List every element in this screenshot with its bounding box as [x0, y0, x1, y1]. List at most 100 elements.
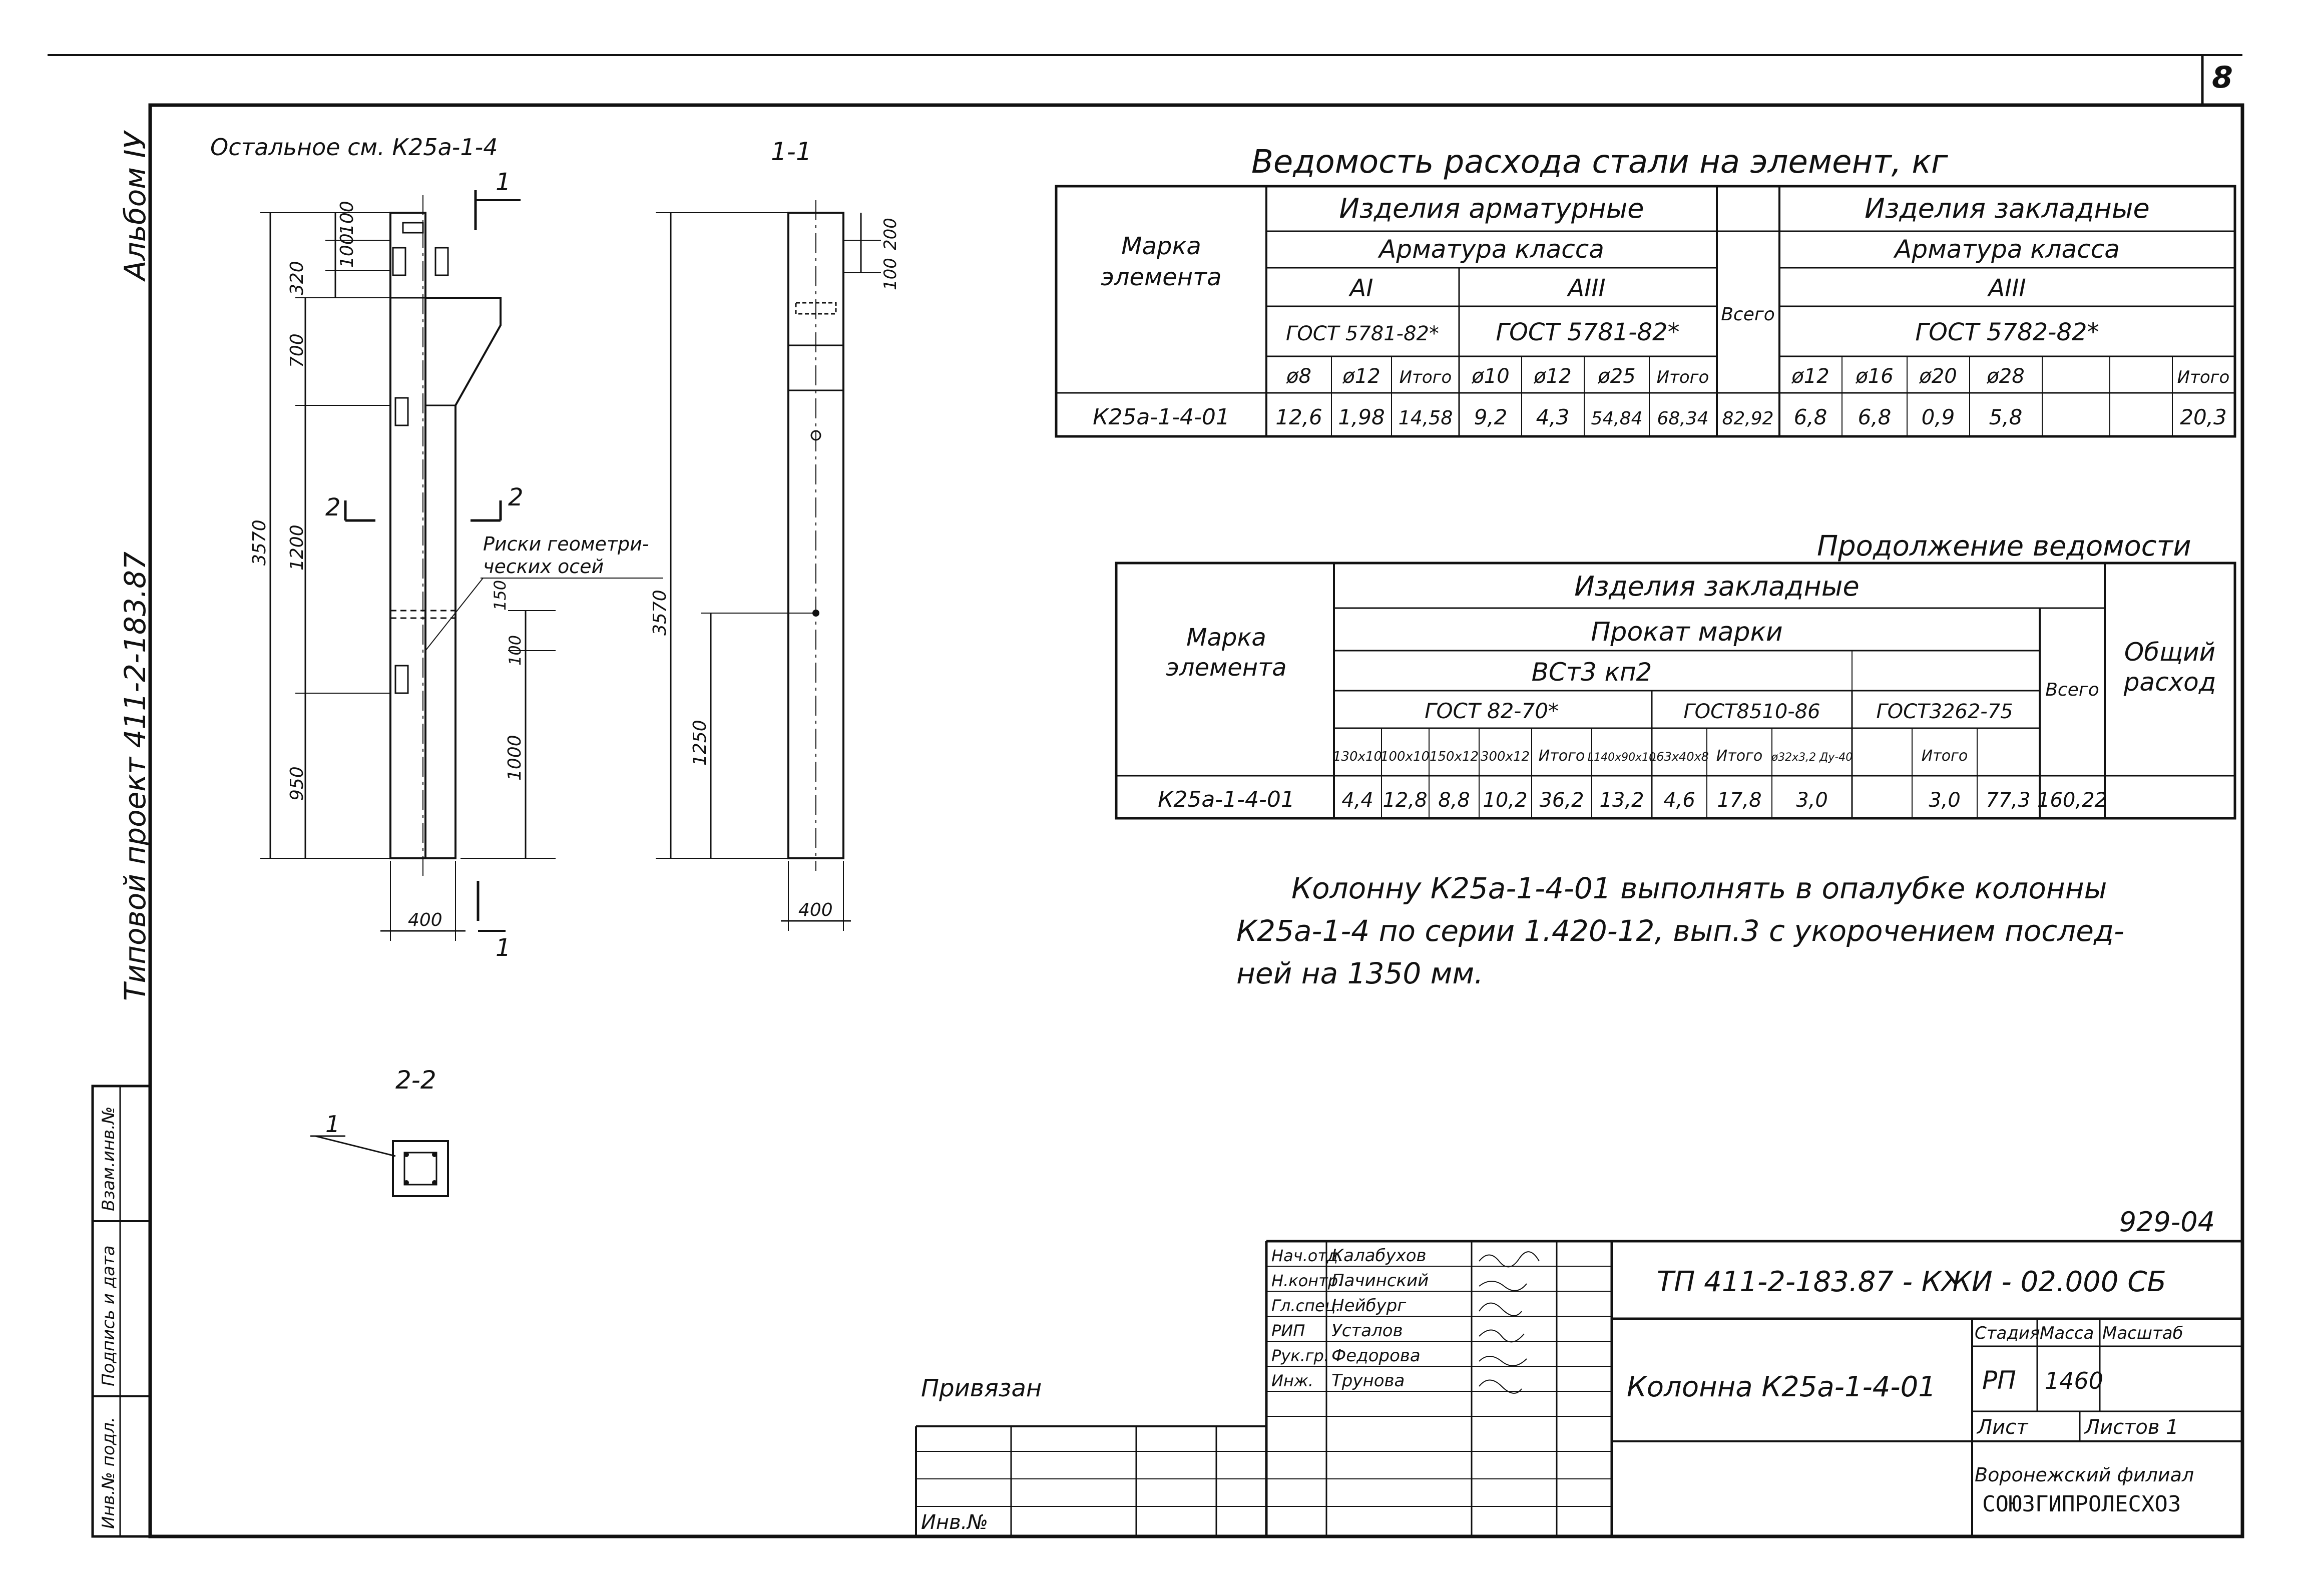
dim-1000: 1000	[505, 735, 525, 781]
scale-header: Масштаб	[2102, 1323, 2183, 1343]
t1-col: ø12	[1342, 365, 1380, 388]
tb-role: Инж.	[1271, 1371, 1313, 1390]
bound-label: Привязан	[921, 1374, 1042, 1402]
t1-cell: 20,3	[2180, 405, 2227, 429]
sec2-right-label: 2	[508, 483, 524, 511]
stage-header: Стадия	[1975, 1323, 2040, 1343]
dim-950: 950	[287, 766, 307, 801]
side-dimensions: 200 100 3570 1250 400	[650, 212, 900, 931]
t2-col: L140x90x10	[1588, 751, 1656, 764]
t2-cell: 3,0	[1796, 789, 1828, 812]
t1-cell-mark: К25а-1-4-01	[1093, 404, 1230, 430]
project-label: Типовой проект 411-2-183.87	[118, 552, 152, 1001]
title-block	[915, 1240, 2242, 1536]
t1-arm: Изделия арматурные	[1339, 193, 1644, 224]
t2-col: L63x40x8	[1650, 750, 1709, 764]
t2-cell: 8,8	[1438, 789, 1470, 812]
dim-3570: 3570	[249, 519, 270, 566]
t1-a1: АI	[1348, 274, 1373, 302]
doc-code: ТП 411-2-183.87 - КЖИ - 02.000 СБ	[1657, 1266, 2166, 1298]
tb-name: Пачинский	[1331, 1271, 1429, 1291]
t1-a3: АIII	[1566, 274, 1605, 302]
t2-total: Всего	[2045, 680, 2099, 700]
mass-header: Масса	[2040, 1323, 2094, 1343]
t2-general-2: расход	[2123, 668, 2216, 697]
t1-col: ø12	[1791, 365, 1829, 388]
t2-cell: 4,4	[1341, 789, 1373, 812]
note-line-3: ней на 1350 мм.	[1236, 956, 1484, 990]
t1-col: ø12	[1533, 365, 1571, 388]
t2-emb: Изделия закладные	[1574, 571, 1859, 602]
t2-cell: 3,0	[1929, 789, 1961, 812]
t1-col: ø16	[1855, 365, 1893, 388]
sheets-header: Листов 1	[2084, 1416, 2179, 1439]
t1-cell: 54,84	[1591, 408, 1642, 429]
t2-gost1: ГОСТ 82-70*	[1425, 699, 1559, 723]
note-top: Остальное см. К25а-1-4	[210, 134, 498, 161]
sheet-number: 8	[2212, 60, 2233, 95]
dim-100a: 100	[337, 201, 357, 235]
t2-col: ø32x3,2 Ду-40	[1771, 751, 1853, 764]
stamp-replace: Взам.инв.№	[99, 1107, 119, 1211]
t2-steel: ВСт3 кп2	[1532, 658, 1652, 687]
t1-mark-2: элемента	[1101, 263, 1221, 291]
t1-cell: 6,8	[1794, 405, 1827, 429]
stage-value: РП	[1982, 1366, 2016, 1395]
t1-gost3: ГОСТ 5782-82*	[1915, 318, 2099, 346]
stamp-signature: Подпись и дата	[99, 1245, 119, 1386]
t2-col: 150x12	[1430, 749, 1479, 764]
t2-cell: 4,6	[1663, 789, 1695, 812]
t1-cell: 4,3	[1536, 405, 1570, 429]
t2-col-headers: 130x10 100x10 150x12 300x12 Итого L140x9…	[1333, 747, 1968, 765]
steel-table	[1055, 185, 2236, 438]
side-dim-3570: 3570	[650, 590, 670, 636]
steel-table-continued	[1115, 562, 2236, 820]
t1-cell: 0,9	[1922, 405, 1955, 429]
column-side-view	[787, 200, 844, 871]
t1-cell: 14,58	[1399, 407, 1453, 429]
dim-100c: 100	[506, 635, 525, 666]
t1-data-row: К25а-1-4-01 12,6 1,98 14,58 9,2 4,3 54,8…	[1093, 404, 2227, 430]
t2-cell: 17,8	[1717, 789, 1761, 812]
sec2-left-label: 2	[325, 493, 341, 521]
geom-note-leader	[425, 578, 484, 651]
geom-note-1: Риски геометри-	[483, 533, 649, 555]
org-line-1: Воронежский филиал	[1975, 1464, 2194, 1486]
t1-cell: 1,98	[1338, 405, 1385, 429]
cut-marker-1: 1 1	[474, 168, 521, 962]
tb-name: Нейбург	[1331, 1296, 1407, 1316]
t1-col: Итого	[2177, 367, 2230, 387]
t2-data-row: К25а-1-4-01 4,4 12,8 8,8 10,2 36,2 13,2 …	[1158, 787, 2107, 812]
note-line-2: К25а-1-4 по серии 1.420-12, вып.3 с укор…	[1236, 914, 2124, 948]
tb-name: Трунова	[1331, 1371, 1405, 1391]
side-dim-1250: 1250	[690, 720, 710, 766]
t1-total: Всего	[1721, 304, 1775, 325]
org-line-2: СОЮЗГИПРОЛЕСХОЗ	[1982, 1491, 2181, 1517]
side-dim-200: 200	[880, 218, 900, 250]
t1-col: ø25	[1597, 365, 1635, 388]
table2-title: Продолжение ведомости	[1817, 530, 2191, 563]
t1-col-headers: ø8 ø12 Итого ø10 ø12 ø25 Итого ø12 ø16 ø…	[1286, 365, 2229, 388]
dim-150: 150	[491, 580, 510, 611]
t2-cell: 10,2	[1483, 789, 1527, 812]
side-dim-100: 100	[880, 258, 900, 290]
mass-value: 1460	[2045, 1367, 2103, 1394]
t1-emb: Изделия закладные	[1865, 193, 2149, 224]
front-dimensions: 100 100 320 700 1200 3570 950 150 100 10…	[249, 201, 556, 941]
t1-gost2: ГОСТ 5781-82*	[1496, 318, 1679, 346]
dim-320: 320	[287, 261, 307, 295]
t1-cell: 12,6	[1275, 405, 1322, 429]
note-line-1: Колонну К25а-1-4-01 выполнять в опалубке…	[1291, 871, 2107, 905]
dim-700: 700	[287, 333, 307, 368]
dim-100b: 100	[337, 233, 357, 268]
t2-col: 130x10	[1333, 749, 1382, 764]
t2-mark-2: элемента	[1166, 654, 1286, 682]
inv-label: Инв.№	[921, 1511, 988, 1534]
dim-400-front: 400	[408, 910, 442, 930]
t1-cell: 6,8	[1858, 405, 1892, 429]
cut-label-bottom: 1	[496, 934, 511, 962]
corner-code: 929-04	[2119, 1206, 2215, 1238]
t2-cell: 36,2	[1539, 789, 1584, 812]
t1-cell: 9,2	[1474, 405, 1508, 429]
